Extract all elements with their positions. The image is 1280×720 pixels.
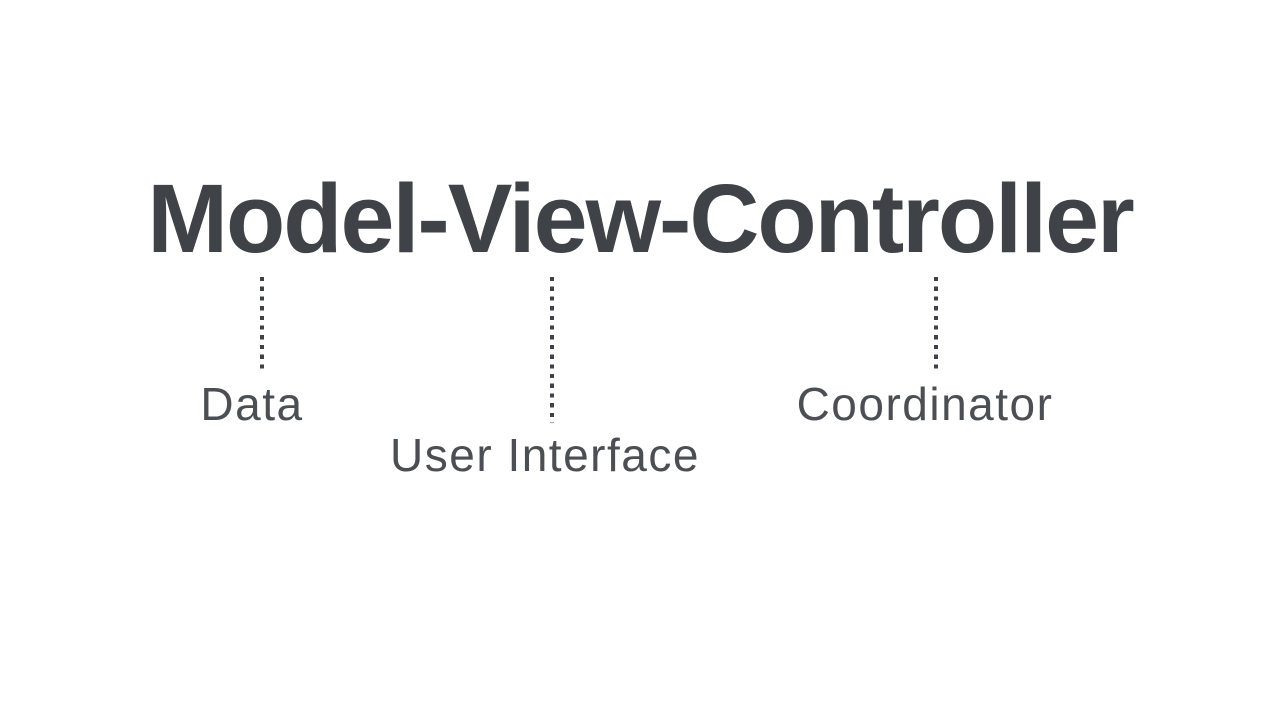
page-title: Model-View-Controller xyxy=(147,164,1135,273)
dotted-connector-model xyxy=(260,277,264,372)
label-controller-coordinator: Coordinator xyxy=(796,378,1054,430)
label-view-user-interface: User Interface xyxy=(390,429,700,481)
dotted-connector-controller xyxy=(934,277,938,372)
label-model-data: Data xyxy=(200,378,304,430)
dotted-connector-view xyxy=(550,277,554,423)
